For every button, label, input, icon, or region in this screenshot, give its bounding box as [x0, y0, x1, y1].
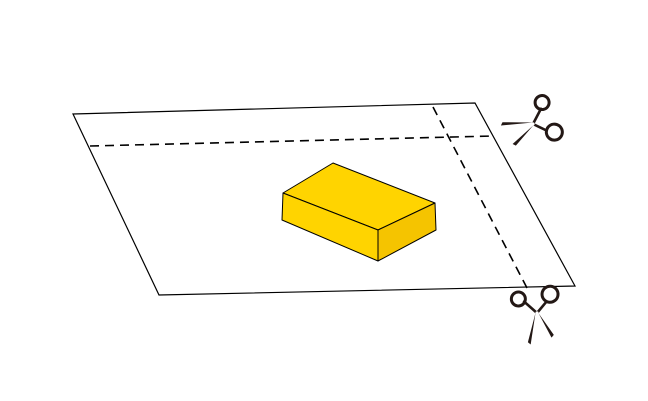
paper-sheet	[72, 102, 576, 296]
scissors-icon	[509, 284, 560, 345]
cut-line-diagonal	[432, 106, 528, 289]
cut-line-horizontal	[89, 135, 495, 147]
block-side-face	[377, 202, 437, 262]
yellow-block	[281, 162, 437, 262]
scissors-icon	[500, 94, 564, 146]
